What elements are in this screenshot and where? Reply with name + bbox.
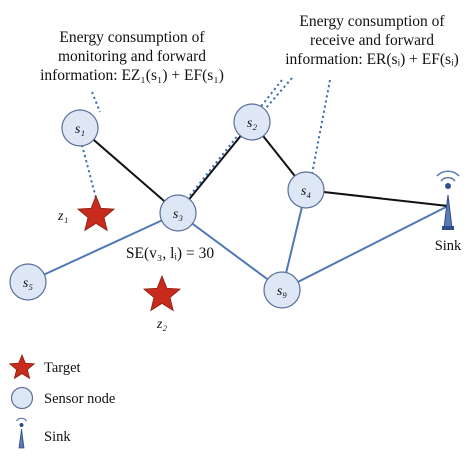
target-label-z1: z₁	[57, 209, 68, 224]
annotation-receive-line1: Energy consumption of	[299, 13, 445, 30]
sink-label: Sink	[435, 238, 462, 254]
sensor-node-s5: s₅	[9, 263, 47, 301]
sensor-node-s4: s₄	[287, 171, 325, 209]
link-s3-s2	[177, 121, 253, 214]
target-label-z2: z₂	[156, 317, 167, 332]
leader-s1-z1	[81, 144, 97, 199]
annotation-monitoring-line1: Energy consumption of	[59, 29, 205, 46]
link-s4-sink	[305, 189, 449, 207]
leader-receive-s3	[187, 79, 283, 199]
link-s1-s3	[79, 127, 179, 214]
sensor-node-s9: s₉	[263, 271, 301, 309]
se-annotation: SE(v₃, lᵢ) = 30	[126, 245, 214, 262]
sensor-node-s3: s₃	[159, 194, 197, 232]
sensor-node-s1: s₁	[61, 109, 99, 147]
legend-sensor-label: Sensor node	[44, 391, 115, 407]
leader-receive-s2	[265, 77, 293, 109]
legend-target-label: Target	[44, 360, 81, 376]
node-label-s9: s₉	[277, 284, 287, 299]
sensor-node-s2: s₂	[233, 103, 271, 141]
annotation-receive-line2: receive and forward	[310, 32, 434, 49]
legend-sink-icon	[16, 417, 27, 449]
legend-sensor-icon	[10, 386, 34, 410]
annotation-monitoring-line2: monitoring and forward	[58, 48, 206, 65]
node-label-s2: s₂	[247, 116, 257, 131]
node-label-s5: s₅	[23, 276, 33, 291]
legend-target-icon	[8, 353, 36, 380]
target-star-z2	[142, 274, 182, 312]
node-label-s3: s₃	[173, 207, 183, 222]
link-s5-s3	[27, 212, 179, 283]
legend: Target Sensor node Sink	[8, 353, 115, 449]
link-s3-s9	[177, 212, 283, 291]
node-label-s4: s₄	[301, 184, 311, 199]
annotation-monitoring-line3: information: EZ₁(s₁) + EF(s₁)	[40, 67, 224, 84]
leader-monitoring-s1	[91, 91, 101, 113]
leader-receive-s4	[311, 79, 331, 175]
annotation-receive-line3: information: ER(sᵢ) + EF(sᵢ)	[285, 51, 459, 68]
node-label-s1: s₁	[75, 122, 85, 137]
legend-sink-label: Sink	[44, 429, 71, 445]
link-s9-sink	[281, 205, 449, 291]
target-star-z1	[76, 194, 116, 232]
sink-icon	[436, 170, 460, 230]
